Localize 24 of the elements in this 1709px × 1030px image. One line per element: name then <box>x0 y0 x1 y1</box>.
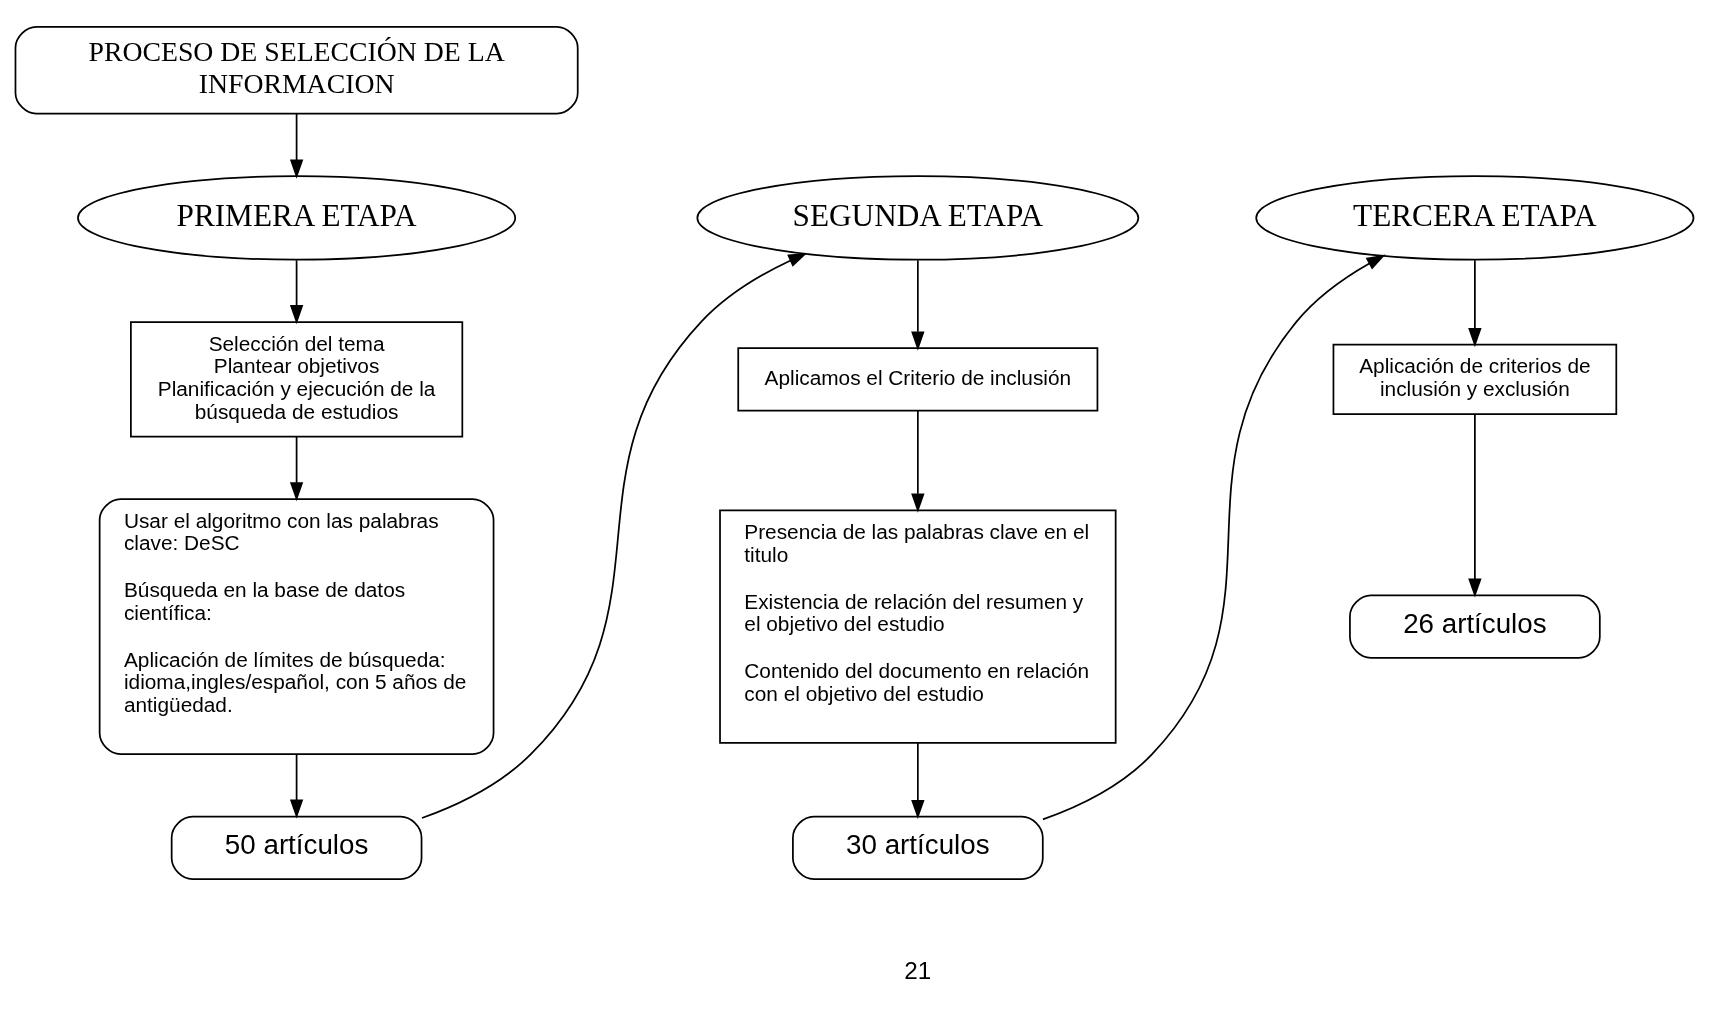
node-ellipse: PRIMERA ETAPA <box>77 174 517 261</box>
node-box: Selección del tema Plantear objetivos Planificación y ejecución de la búsqueda de estudios <box>130 320 464 437</box>
arrow <box>421 252 808 819</box>
node-ellipse: SEGUNDA ETAPA <box>696 174 1140 261</box>
arrow <box>1468 413 1482 598</box>
node-box: Usar el algoritmo con las palabras clave: DeSC Búsqueda en la base de datos científica: Aplicación de límites de búsqueda: idioma,ingles/español, con 5 años de antigüedad. <box>98 497 495 755</box>
node-box: Aplicación de criterios de inclusión y exclusión <box>1332 343 1618 415</box>
arrow <box>911 258 925 351</box>
node-box: 30 artículos <box>792 815 1044 880</box>
arrow <box>1468 258 1482 347</box>
arrow <box>1042 254 1386 820</box>
node-box: Aplicamos el Criterio de inclusión <box>737 346 1099 411</box>
node-box: 26 artículos <box>1349 594 1601 659</box>
arrow <box>911 409 925 513</box>
node-ellipse: TERCERA ETAPA <box>1255 174 1695 261</box>
arrow <box>289 258 304 324</box>
arrow <box>289 753 304 819</box>
arrow <box>289 435 304 501</box>
arrow <box>289 112 304 179</box>
node-box: PROCESO DE SELECCIÓN DE LA INFORMACION <box>14 25 579 115</box>
node-box: 50 artículos <box>170 815 423 880</box>
label: 21 <box>904 956 932 984</box>
node-box: Presencia de las palabras clave en el titulo Existencia de relación del resumen y el objetivo del estudio Contenido del documento en relación con el objetivo del estudio <box>719 509 1117 744</box>
arrow <box>911 741 925 819</box>
